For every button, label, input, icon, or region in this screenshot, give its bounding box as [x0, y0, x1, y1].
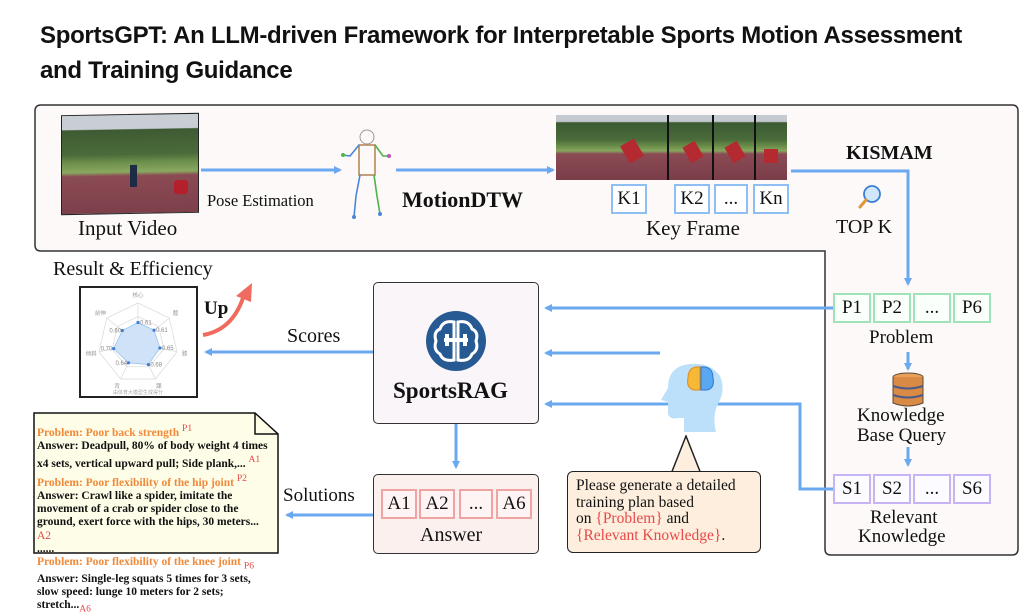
- answer-a2: A2: [419, 489, 455, 519]
- pose-skeleton-icon: [341, 129, 391, 219]
- pose-estimation-label: Pose Estimation: [207, 191, 314, 210]
- problem-p2: P2: [873, 293, 911, 323]
- prompt-var-problem: {Problem}: [595, 510, 663, 527]
- radar-axis-label: 踝: [156, 383, 162, 390]
- speech-pointer: [670, 435, 702, 475]
- key-frame-k1: K1: [611, 184, 647, 214]
- note-ptag-6: P6: [243, 560, 254, 572]
- up-label: Up: [204, 298, 229, 319]
- knowledge-s2: S2: [873, 474, 911, 504]
- kismam-title: KISMAM: [846, 142, 933, 164]
- answer-a1: A1: [381, 489, 417, 519]
- note-atag-6: A6: [79, 603, 91, 615]
- result-title: Result & Efficiency: [53, 258, 213, 280]
- knowledge-s1: S1: [833, 474, 871, 504]
- note-problem-6: Problem: Poor flexibility of the knee jo…: [37, 556, 241, 569]
- radar-axis-label: 倾斜: [86, 350, 98, 358]
- radar-value-label: 0.61: [140, 321, 152, 327]
- radar-grid-ring: [98, 302, 178, 380]
- prompt-line1: Please generate a detailed: [576, 477, 736, 494]
- solutions-note-text: Problem: Poor back strength P1 Answer: D…: [37, 422, 275, 616]
- up-arrow-icon: [202, 297, 245, 337]
- radar-value-label: 0.60: [109, 329, 121, 335]
- radar-value-label: 0.65: [162, 346, 174, 352]
- note-ellipsis: ......: [37, 542, 55, 555]
- radar-value-label: 0.61: [156, 328, 168, 334]
- note-answer-6: Answer: Single-leg squats 5 times for 3 …: [37, 572, 251, 612]
- radar-value-label: 0.68: [150, 363, 162, 369]
- key-frame-label: Key Frame: [646, 216, 740, 240]
- answer-box: A1 A2 ... A6 Answer: [373, 474, 539, 554]
- topk-label: TOP K: [836, 216, 893, 238]
- page-title: SportsGPT: An LLM-driven Framework for I…: [40, 22, 962, 84]
- solutions-note: Problem: Poor back strength P1 Answer: D…: [33, 412, 279, 615]
- solutions-label: Solutions: [283, 485, 355, 506]
- problem-ellipsis: ...: [913, 293, 951, 323]
- note-answer-1: Answer: Deadpull, 80% of body weight 4 t…: [37, 440, 268, 471]
- radar-point: [146, 363, 151, 367]
- note-problem-2: Problem: Poor flexibility of the hip joi…: [37, 476, 234, 489]
- radar-point: [120, 328, 124, 333]
- radar-series-area: [113, 322, 161, 366]
- radar-axis-label: 前伸: [95, 309, 107, 317]
- key-frame-kn: Kn: [753, 184, 789, 214]
- prompt-bubble: Please generate a detailed training plan…: [567, 471, 761, 553]
- radar-value-label: 0.64: [115, 361, 127, 367]
- database-icon: [892, 372, 924, 407]
- sportsrag-box: SportsRAG: [373, 282, 539, 424]
- pipeline-frame: [34, 104, 1019, 556]
- note-problem-1: Problem: Poor back strength: [37, 426, 180, 439]
- key-frames-strip: [556, 115, 787, 180]
- radar-point: [152, 328, 156, 332]
- radar-chart-panel: 0.61 0.61 0.65 0.68 0.64 0.70 0.60 核心髋膝踝 背 倾斜 前伸由体…: [79, 286, 198, 398]
- radar-axis-label: 髋: [173, 309, 179, 317]
- prompt-line3-post: and: [662, 510, 690, 527]
- note-atag-1: A1: [248, 454, 261, 466]
- note-ptag-2: P2: [236, 472, 247, 484]
- radar-axis-label: 核心: [132, 291, 144, 299]
- problem-label: Problem: [869, 327, 934, 348]
- keyframe-to-problem-arrow: [791, 169, 912, 286]
- note-ptag-1: P1: [182, 423, 193, 434]
- radar-caption: 由体育大模型生成得分: [113, 389, 163, 396]
- search-icon: [858, 185, 881, 209]
- thinking-head-icon: [661, 363, 723, 432]
- input-video-thumbnail: [61, 112, 199, 216]
- prompt-end: .: [721, 526, 726, 544]
- key-frame-ellipsis: ...: [714, 184, 748, 214]
- key-frame-k2: K2: [674, 184, 710, 214]
- sportsrag-label: SportsRAG: [393, 378, 509, 403]
- answer-a6: A6: [496, 489, 532, 519]
- radar-axis-label: 背: [114, 382, 120, 390]
- radar-point: [126, 361, 131, 365]
- radar-point: [136, 320, 140, 325]
- radar-point: [112, 346, 116, 351]
- note-answer-2: Answer: Crawl like a spider, imitate the…: [37, 489, 259, 529]
- radar-grid-ring: [111, 316, 165, 368]
- kb-query-label-line1: Knowledge: [857, 405, 945, 426]
- prompt-line3-pre: on: [576, 510, 596, 527]
- knowledge-s6: S6: [953, 474, 991, 504]
- input-video-label: Input Video: [78, 216, 178, 240]
- problem-p1: P1: [833, 293, 871, 323]
- kb-query-label-line2: Base Query: [857, 425, 947, 446]
- answer-ellipsis: ...: [459, 489, 493, 519]
- radar-axis-label: 膝: [182, 350, 188, 358]
- problem-p6: P6: [953, 293, 991, 323]
- answer-label: Answer: [420, 524, 483, 546]
- scores-label: Scores: [287, 325, 341, 347]
- prompt-line2: training plan based: [576, 493, 694, 511]
- radar-point: [158, 346, 162, 350]
- sportsrag-logo-icon: [426, 311, 486, 371]
- radar-value-label: 0.70: [101, 347, 113, 353]
- knowledge-ellipsis: ...: [913, 474, 951, 504]
- relevant-label-line2: Knowledge: [858, 526, 946, 547]
- prompt-var-knowledge: {Relevant Knowledge}: [576, 526, 722, 544]
- note-atag-2: A2: [37, 529, 52, 542]
- motiondtw-label: MotionDTW: [402, 187, 523, 212]
- relevant-label-line1: Relevant: [870, 507, 938, 528]
- note-shape: [33, 412, 279, 554]
